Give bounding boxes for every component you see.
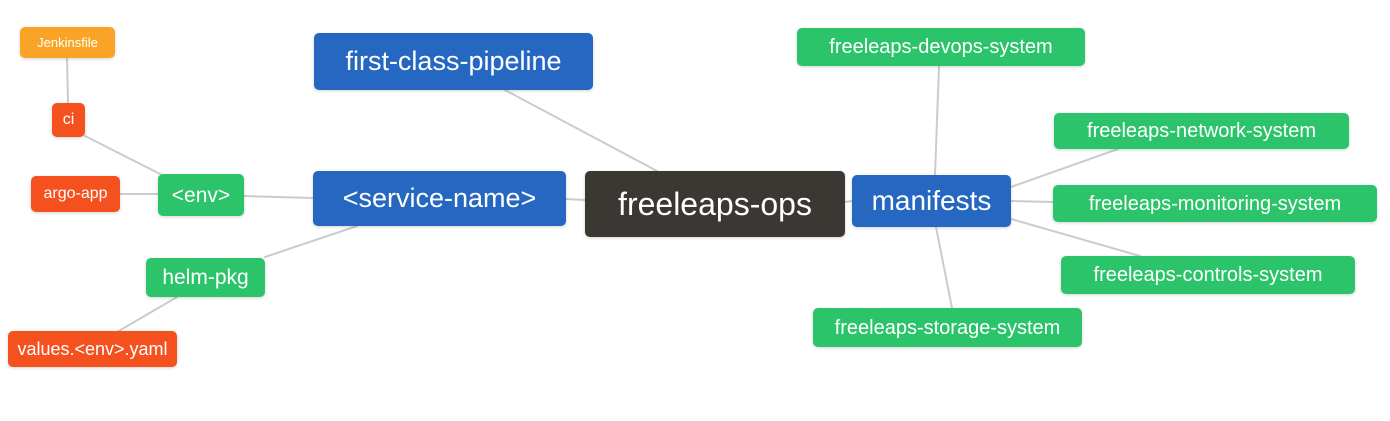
edge-manifests-to-freeleaps-network-system — [1010, 148, 1119, 188]
values-env-yaml-node[interactable]: values.<env>.yaml — [8, 331, 177, 367]
env-node[interactable]: <env> — [158, 174, 244, 216]
freeleaps-monitoring-system-node[interactable]: freeleaps-monitoring-system — [1053, 185, 1377, 222]
jenkinsfile-node[interactable]: Jenkinsfile — [20, 27, 115, 58]
edge-manifests-to-freeleaps-monitoring-system — [1010, 200, 1054, 203]
freeleaps-controls-system-node[interactable]: freeleaps-controls-system — [1061, 256, 1355, 294]
edge-env-to-service-name — [242, 195, 314, 199]
first-class-pipeline-node[interactable]: first-class-pipeline — [314, 33, 593, 90]
freeleaps-ops-node[interactable]: freeleaps-ops — [585, 171, 845, 237]
edge-ci-to-env — [84, 135, 163, 176]
helm-pkg-node[interactable]: helm-pkg — [146, 258, 265, 297]
freeleaps-network-system-node[interactable]: freeleaps-network-system — [1054, 113, 1349, 149]
service-name-node[interactable]: <service-name> — [313, 171, 566, 226]
edge-manifests-to-freeleaps-storage-system — [935, 226, 953, 309]
edge-manifests-to-freeleaps-controls-system — [1010, 218, 1141, 257]
edge-jenkinsfile-to-ci — [66, 56, 69, 104]
manifests-node[interactable]: manifests — [852, 175, 1011, 227]
argo-app-node[interactable]: argo-app — [31, 176, 120, 212]
ci-node[interactable]: ci — [52, 103, 85, 137]
edge-service-name-to-helm-pkg — [264, 225, 358, 258]
edge-freeleaps-ops-to-manifests — [844, 200, 853, 203]
edge-helm-pkg-to-values-env-yaml — [116, 296, 178, 333]
freeleaps-devops-system-node[interactable]: freeleaps-devops-system — [797, 28, 1085, 66]
freeleaps-storage-system-node[interactable]: freeleaps-storage-system — [813, 308, 1082, 347]
edge-first-class-pipeline-to-freeleaps-ops — [504, 89, 658, 172]
edge-manifests-to-freeleaps-devops-system — [934, 65, 940, 176]
edge-service-name-to-freeleaps-ops — [565, 198, 586, 201]
